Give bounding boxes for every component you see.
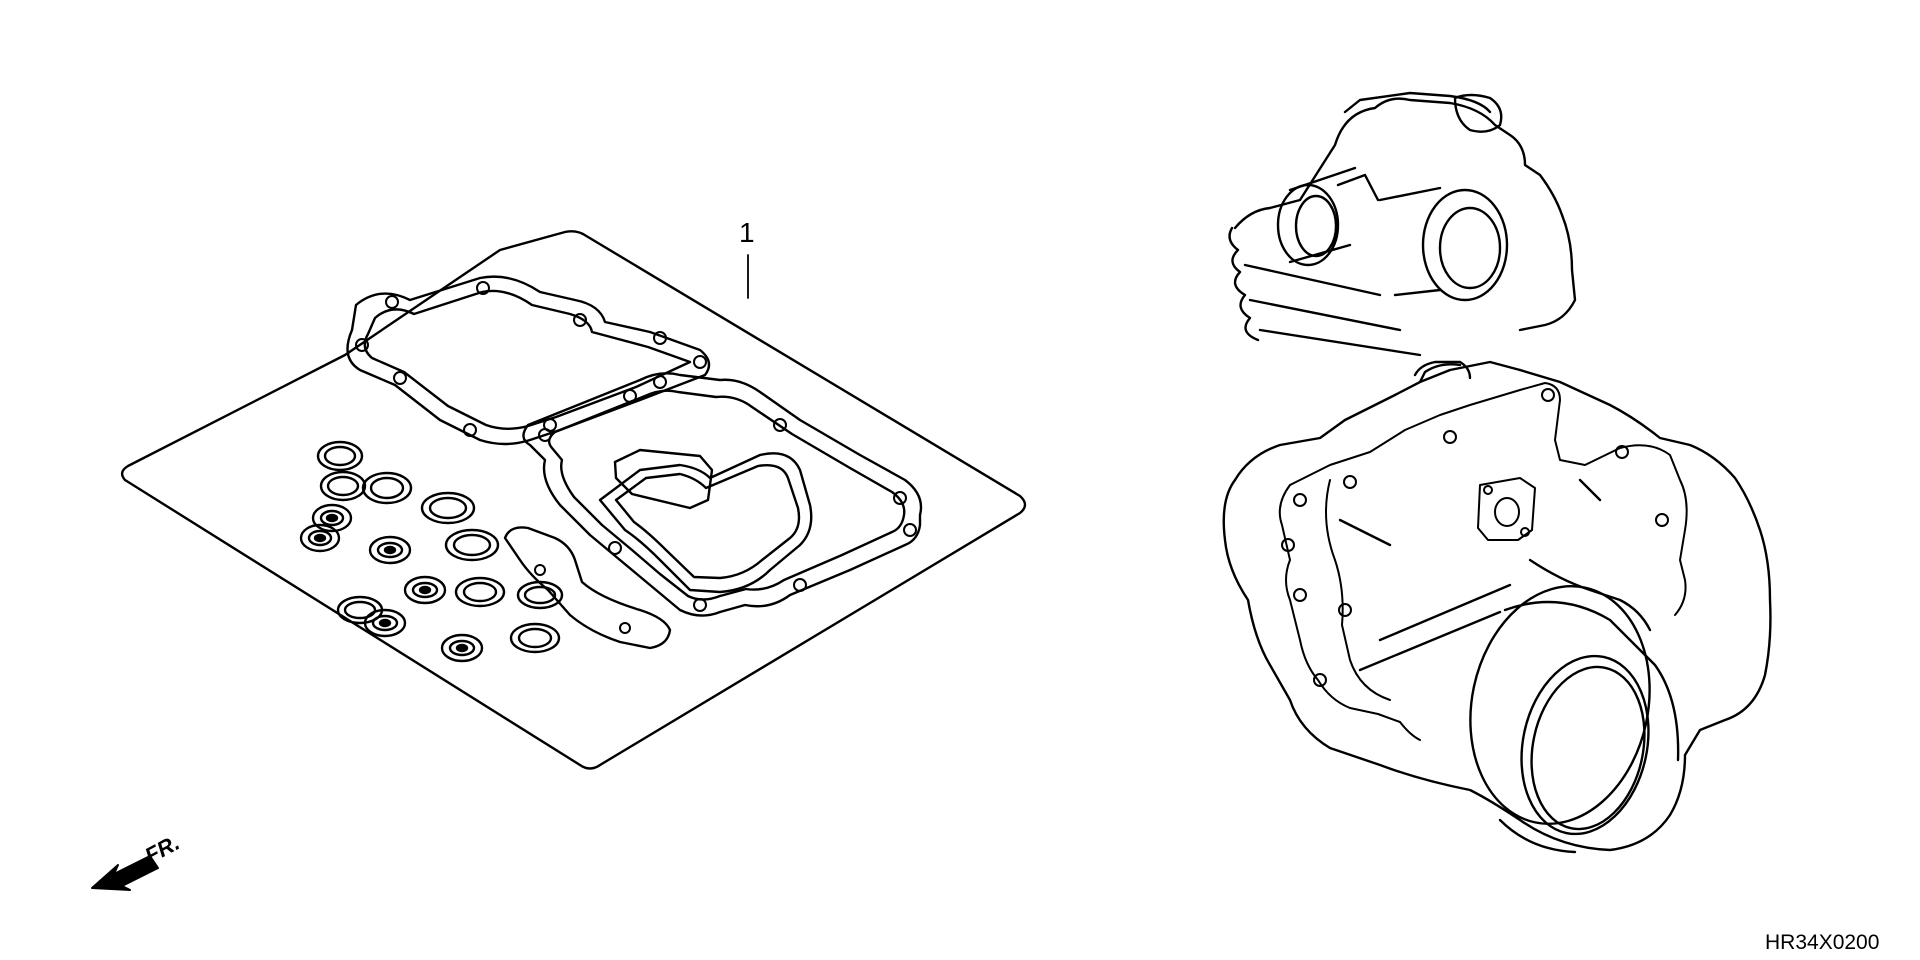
exhaust-port-right — [1378, 186, 1509, 302]
head-cap — [1453, 93, 1503, 133]
inner-cover-gasket — [598, 452, 813, 594]
gasket-kit-sheet — [120, 230, 1027, 770]
head-cover-gasket-bolt-holes — [355, 281, 707, 437]
crankcase-frame-bolt-holes — [538, 375, 917, 612]
front-direction-marker: FR. — [91, 830, 184, 891]
diagram-code: HR34X0200 — [1765, 931, 1879, 954]
o-ring — [516, 580, 564, 610]
engine-gasket-bolt-holes — [1281, 388, 1669, 687]
oil-seal — [363, 608, 407, 638]
oil-seal — [299, 523, 341, 553]
crankcase-body — [1222, 360, 1772, 852]
o-ring-set — [299, 440, 564, 663]
o-ring — [316, 440, 364, 472]
cylinder-head — [1228, 91, 1577, 357]
o-ring — [319, 470, 367, 502]
clutch-cover — [1469, 585, 1680, 854]
oil-seal — [440, 633, 484, 663]
front-direction-arrow-icon — [91, 855, 159, 891]
engine-assembly — [1222, 91, 1772, 854]
gasket-kit-group — [120, 230, 1027, 770]
long-curved-gasket — [503, 526, 672, 650]
oil-seal — [403, 575, 447, 605]
intake-port-left — [1276, 166, 1380, 267]
head-cover-gasket — [346, 275, 711, 446]
small-cover-gasket — [613, 448, 714, 510]
oil-seal — [311, 503, 353, 533]
o-ring — [509, 622, 561, 654]
oil-seal — [368, 535, 412, 565]
o-ring — [454, 576, 506, 608]
o-ring — [361, 471, 413, 505]
callout-number-1: 1 — [739, 217, 755, 248]
crankcase-gasket-on-engine — [1278, 382, 1688, 741]
o-ring — [444, 528, 500, 562]
o-ring — [420, 491, 476, 525]
tensioner-cover-gasket — [1477, 477, 1536, 541]
crankcase-frame-gasket — [522, 372, 923, 617]
